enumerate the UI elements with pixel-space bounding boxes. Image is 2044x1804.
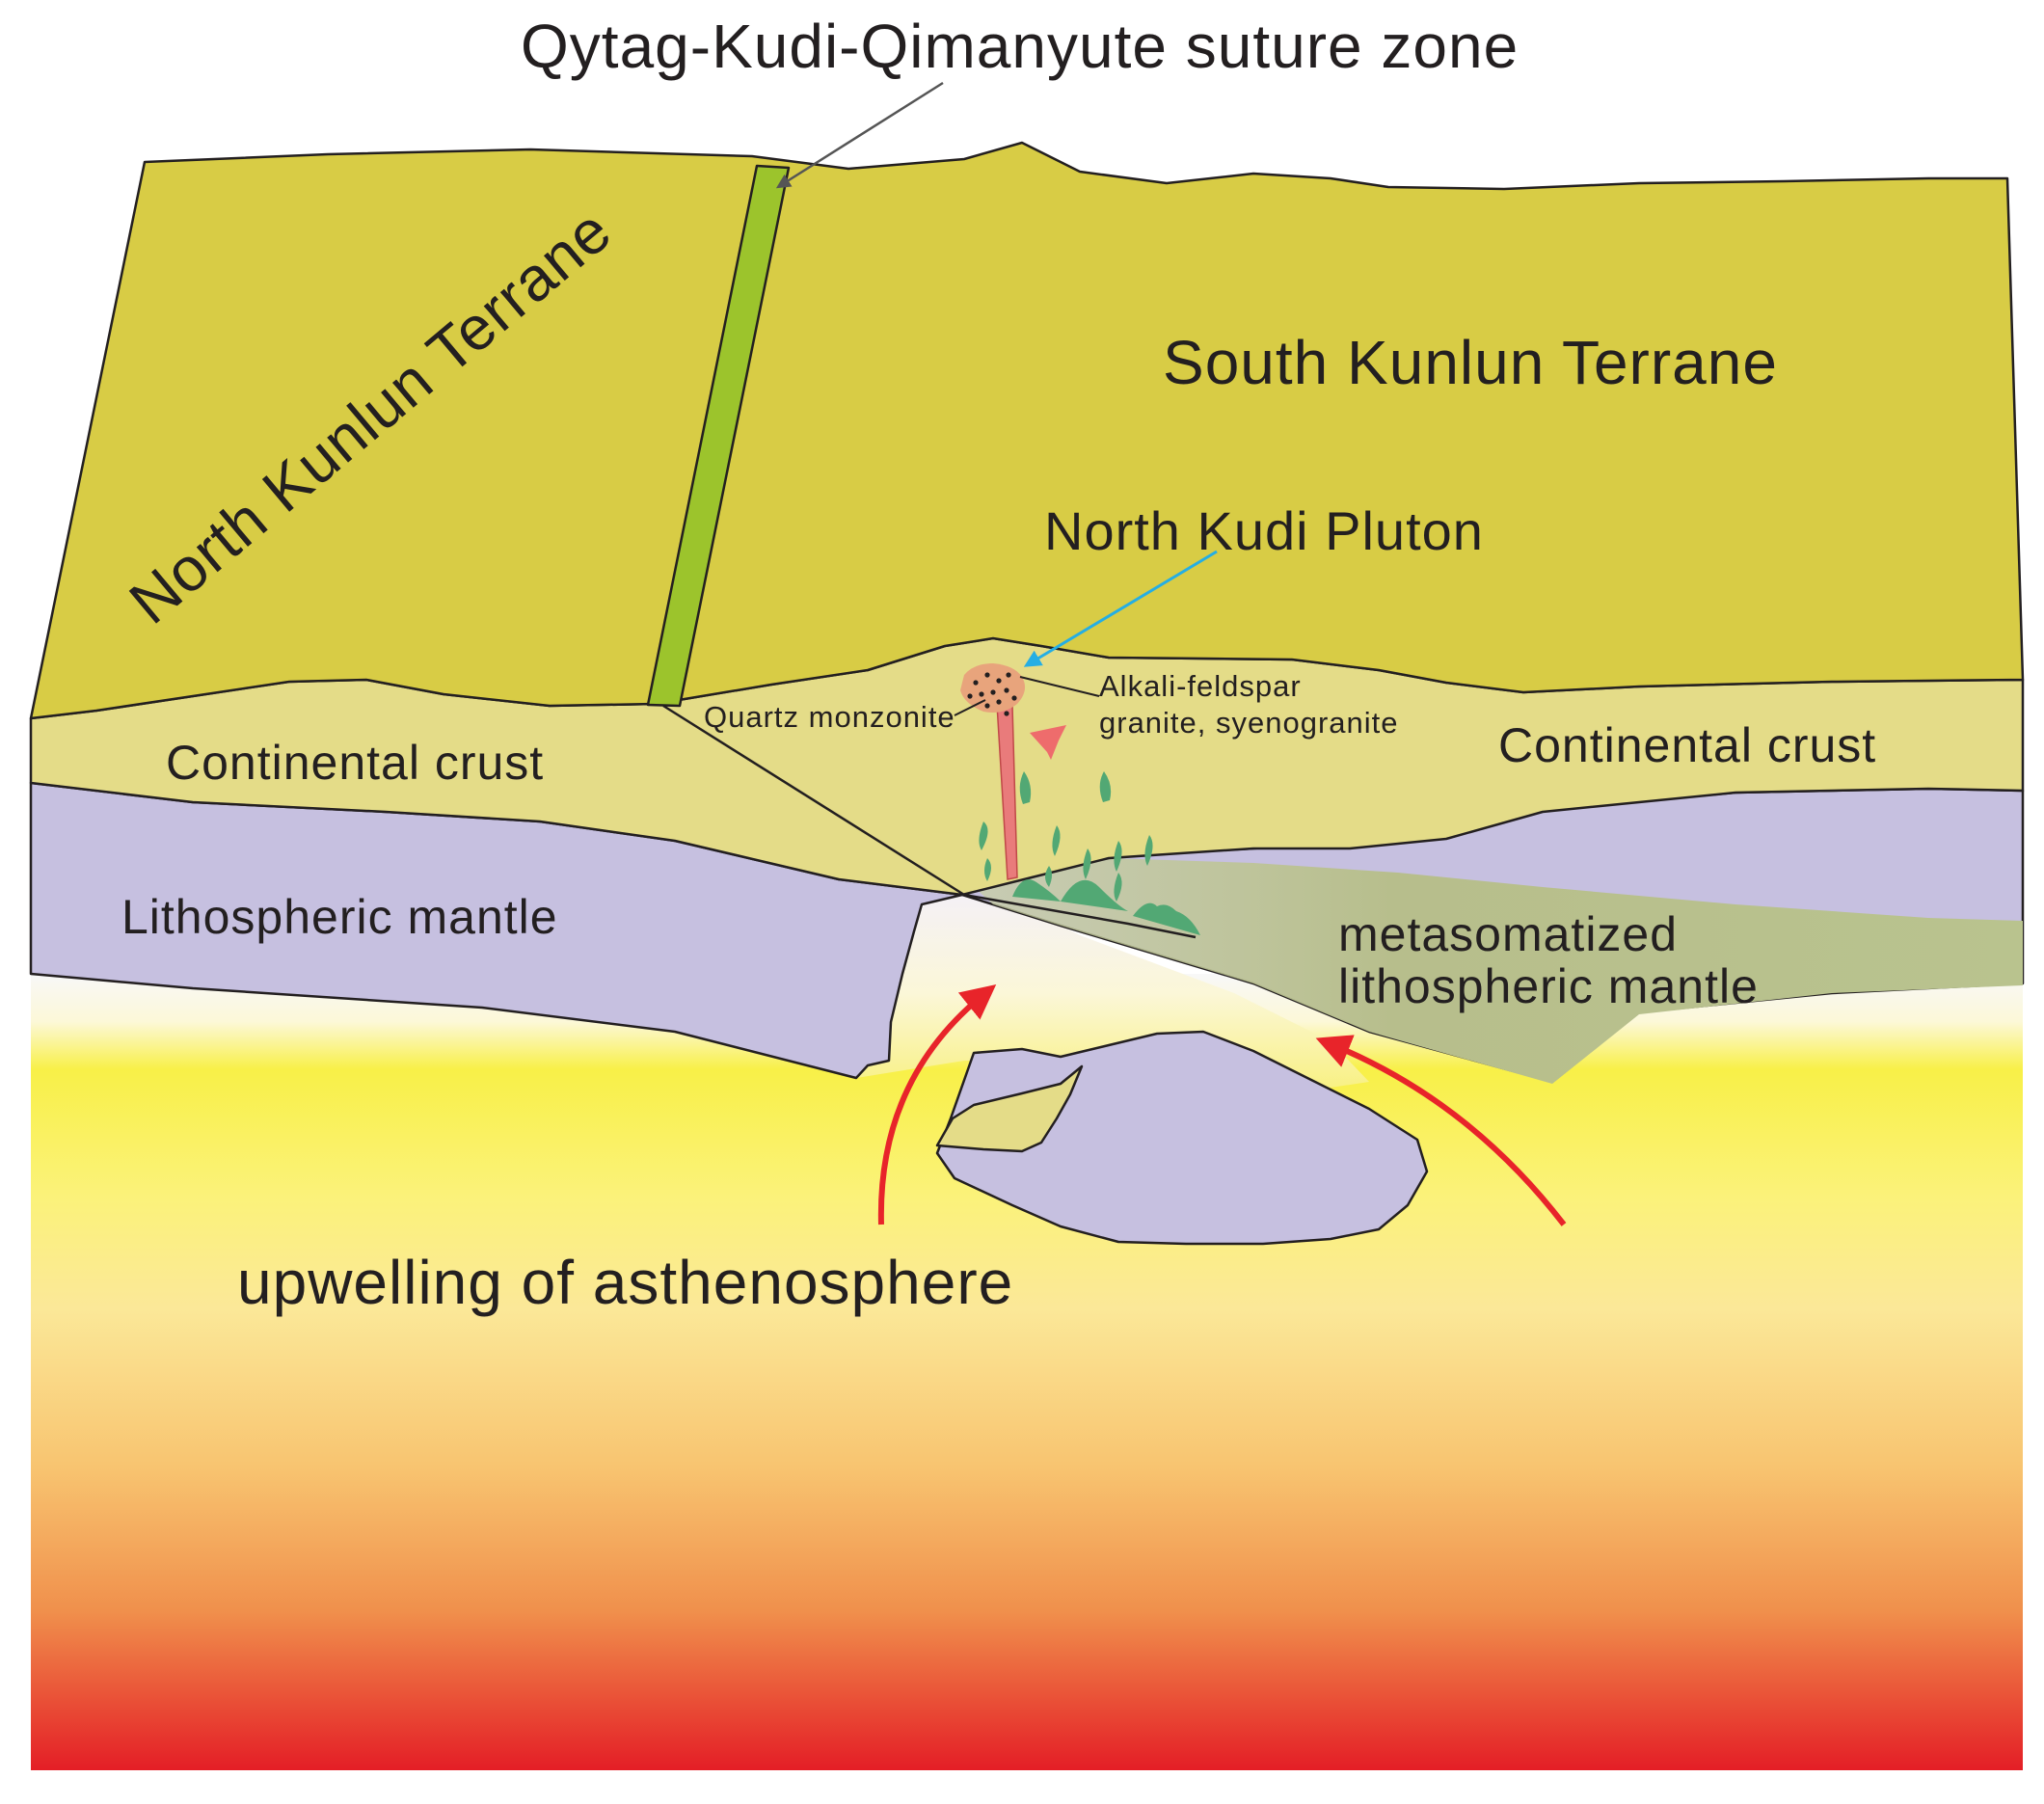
suture-pointer-arrow xyxy=(775,81,944,189)
pluton-dots xyxy=(967,672,1017,716)
lithospheric-mantle-label: Lithospheric mantle xyxy=(121,890,558,944)
pluton-pointer-arrow xyxy=(1023,550,1218,667)
metasomatized-mantle-label: lithospheric mantle xyxy=(1338,959,1759,1013)
south-kunlun-terrane-label: South Kunlun Terrane xyxy=(1163,328,1778,397)
granite-syenogranite-label: granite, syenogranite xyxy=(1099,706,1399,740)
terrane-block xyxy=(29,141,2025,720)
suture-zone-label: Qytag-Kudi-Qimanyute suture zone xyxy=(521,12,1519,81)
upwelling-arrow-left xyxy=(877,983,997,1225)
alkali-feldspar-label: Alkali-feldspar xyxy=(1099,669,1302,703)
crust-fragment xyxy=(935,1064,1084,1153)
continental-crust-right-label: Continental crust xyxy=(1498,718,1876,772)
mantle-melts xyxy=(979,771,1200,935)
fault-line-1 xyxy=(662,704,965,897)
metasomatized-mantle xyxy=(974,858,2023,1084)
granite-wedge xyxy=(1030,725,1066,760)
continental-crust-left-label: Continental crust xyxy=(166,736,544,790)
upwelling-arrow-right xyxy=(1315,1035,1567,1226)
alkali-leader-line xyxy=(1019,676,1100,697)
upwelling-label: upwelling of asthenosphere xyxy=(237,1248,1013,1317)
suture-zone-band xyxy=(646,164,791,708)
quartz-leader-line xyxy=(954,699,986,716)
quartz-monzonite-label: Quartz monzonite xyxy=(704,700,955,734)
north-kudi-pluton-label: North Kudi Pluton xyxy=(1044,500,1484,561)
fault-line-2 xyxy=(963,893,1197,939)
metasomatized-label: metasomatized xyxy=(1338,907,1678,961)
